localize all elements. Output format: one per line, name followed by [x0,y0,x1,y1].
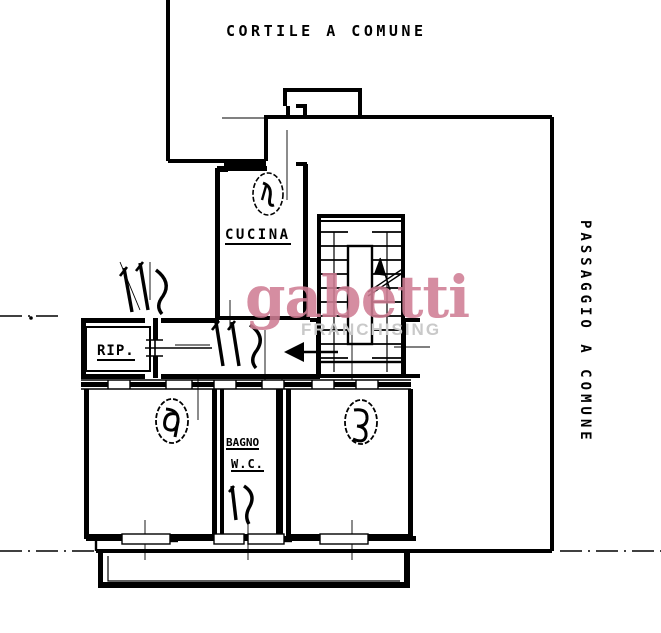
bottom-sill-band [86,533,416,551]
circled-mark-camera-sinistra [155,398,189,444]
outer-walls [96,0,554,553]
circled-mark-camera-destra [344,399,378,445]
boundary-dashdot-lines [0,315,661,552]
room-camera-sinistra-fill [84,389,217,539]
handwritten-mark-bagno [228,484,254,525]
room-camera-destra-fill [286,389,413,539]
room-camera-sinistra [84,389,216,538]
room-balcone [98,551,410,588]
label-rip: RIP. [97,343,135,361]
door-openings-corridor [145,338,212,358]
label-cucina: CUCINA [225,227,291,245]
service-nook [85,326,151,372]
label-wc: W.C. [231,457,264,472]
label-passaggio-a-comune: PASSAGGIO A COMUNE [577,220,593,444]
lower-partition-band [81,382,411,387]
lower-partition-outline [81,379,411,390]
corridor-wall-fill [81,318,406,379]
left-margin-dot [29,316,33,320]
lower-partition-openings [108,380,378,389]
handwritten-mark-esterno [118,261,168,316]
circled-mark-cucina [252,172,284,216]
entrance-direction-arrow [284,342,338,362]
staircase [317,214,405,378]
label-bagno: BAGNO [226,436,260,450]
dimension-hairlines [119,117,430,560]
room-cucina-wall-fill [215,164,308,320]
label-cortile-a-comune: CORTILE A COMUNE [226,22,427,40]
room-camera-destra [286,389,412,538]
handwritten-mark-corridoio [210,320,262,370]
